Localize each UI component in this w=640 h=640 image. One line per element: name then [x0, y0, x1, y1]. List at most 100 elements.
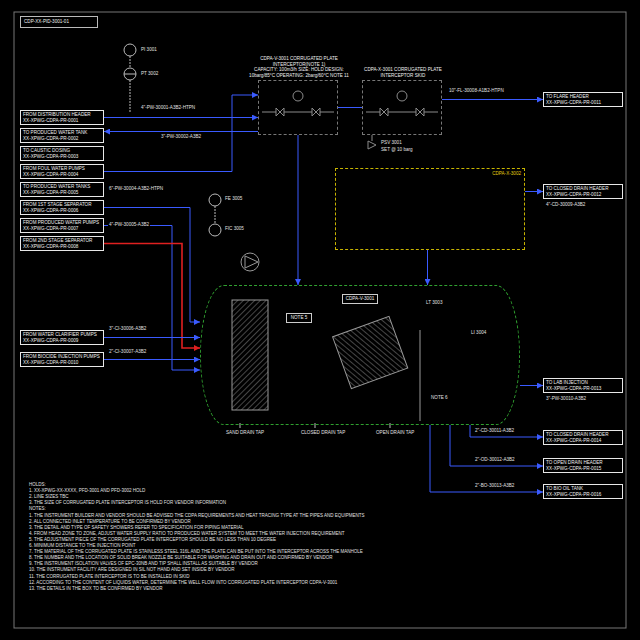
process-line [298, 135, 299, 285]
annotation: PT 3002 [140, 71, 159, 77]
process-line [430, 425, 543, 492]
node-text: XX-XPWG-CDPA-PR-0001 [23, 118, 101, 124]
equipment-heading: CDPA-V-3001 CORRUGATED PLATE INTERCEPTOR… [249, 56, 349, 78]
node-heading: FROM 2ND STAGE SEPARATOR [23, 238, 101, 244]
node-text: XX-XPWG-CDPA-PR-0007 [23, 226, 101, 232]
annotation: NOTE 6 [430, 395, 449, 401]
node-heading: CDP-XX-PID-3001-01 [24, 19, 94, 25]
note-line: HOLDS: [28, 482, 47, 487]
note-line: 1. XX-XPWG-XX-XXXX, PFD-3001 AND PFD-300… [28, 488, 146, 493]
process-line [442, 99, 543, 100]
drawing-frame [14, 12, 626, 628]
vessel-internals [232, 300, 420, 428]
node-heading: FROM WATER CLARIFIER PUMPS [23, 332, 101, 338]
note-line: NOTES: [28, 506, 47, 511]
node-text: XX-XPWG-CDPA-PR-0014 [546, 438, 620, 444]
annotation: CLOSED DRAIN TAP [300, 430, 346, 436]
node-heading: TO CAUSTIC DOSING [23, 148, 101, 154]
annotation: FIC 3005 [224, 226, 245, 232]
annotation: FE 3005 [224, 196, 243, 202]
note-line: 3. THE SIZE OF CORRUGATED PLATE INTERCEP… [28, 500, 227, 505]
line-destination-box: TO CLOSED DRAIN HEADERXX-XPWG-CDPA-PR-00… [543, 430, 623, 445]
annotation: LI 3004 [470, 330, 487, 336]
process-line [104, 337, 200, 338]
line-destination-box: TO BIO OIL TANKXX-XPWG-CDPA-PR-0016 [543, 484, 623, 499]
note-line: 7. THE MATERIAL OF THE CORRUGATED PLATE … [28, 549, 364, 554]
note-line: 4. FROM HEAD ZONE TO ZONE, ADJUST WATER … [28, 531, 346, 536]
process-line [470, 425, 543, 437]
line-destination-box: FROM 1ST STAGE SEPARATORXX-XPWG-CDPA-PR-… [20, 200, 104, 215]
node-heading: TO CLOSED DRAIN HEADER [546, 432, 620, 438]
process-line [520, 385, 543, 386]
note-line: 12. ACCORDING TO THE CONTENT OF LIQUIDS … [28, 580, 338, 585]
annotation: 3"-PW-30002-A3B2 [160, 134, 202, 140]
left-instruments [209, 194, 259, 271]
process-line [104, 244, 200, 349]
node-heading: TO BIO OIL TANK [546, 486, 620, 492]
node-heading: TO FLARE HEADER [546, 94, 620, 100]
equipment-frame: CDPA-X-3001 CORRUGATED PLATE INTERCEPTOR… [362, 80, 442, 135]
node-heading: TO OPEN DRAIN HEADER [546, 460, 620, 466]
node-heading: TO LAB INJECTION [546, 380, 620, 386]
note-line: 2. LINE SIZES TBC [28, 494, 69, 499]
note-line: 6. MINIMUM DISTANCE TO THE INJECTION POI… [28, 543, 136, 548]
node-heading: FROM PRODUCED WATER PUMPS [23, 220, 101, 226]
process-line [525, 191, 543, 192]
node-text: XX-XPWG-CDPA-PR-0006 [23, 208, 101, 214]
node-text: XX-XPWG-CDPA-PR-0016 [546, 492, 620, 498]
note-line: 5. THE ADJUSTMENT PIECE OF THE CORRUGATE… [28, 537, 277, 542]
node-heading: FROM BIOCIDE INJECTION PUMPS [23, 354, 101, 360]
node-text: XX-XPWG-CDPA-PR-0003 [23, 154, 101, 160]
line-destination-box: TO OPEN DRAIN HEADERXX-XPWG-CDPA-PR-0015 [543, 458, 623, 473]
annotation: PI 3001 [140, 47, 158, 53]
annotation: PSV 3001 [380, 140, 403, 146]
process-line [104, 95, 258, 172]
node-text: XX-XPWG-CDPA-PR-0015 [546, 466, 620, 472]
annotation: 2"-CD-30011-A3B2 [474, 428, 515, 434]
note-tag: NOTE 5 [286, 313, 312, 323]
annotation: SAND DRAIN TAP [225, 430, 265, 436]
node-text: XX-XPWG-CDPA-PR-0011 [546, 100, 620, 106]
node-heading: CDPA-X-3002 [336, 169, 524, 179]
top-instruments [124, 44, 136, 112]
node-heading: FROM FOUL WATER PUMPS [23, 166, 101, 172]
process-line [104, 208, 200, 323]
line-destination-box: FROM BIOCIDE INJECTION PUMPSXX-XPWG-CDPA… [20, 352, 104, 367]
line-destination-box: FROM WATER CLARIFIER PUMPSXX-XPWG-CDPA-P… [20, 330, 104, 345]
node-heading: TO PRODUCED WATER TANKS [23, 184, 101, 190]
process-line [104, 117, 258, 118]
note-line: 13. THE DETAILS IN THE BOX TO BE CONFIRM… [28, 586, 164, 591]
annotation: 6"-PW-30004-A3B2-HTPN [108, 186, 164, 192]
annotation: 3"-CI-30006-A3B2 [108, 326, 147, 332]
line-destination-box: TO CAUSTIC DOSINGXX-XPWG-CDPA-PR-0003 [20, 146, 104, 161]
annotation: 2"-BO-30013-A3B2 [474, 483, 515, 489]
line-destination-box: FROM 2ND STAGE SEPARATORXX-XPWG-CDPA-PR-… [20, 236, 104, 251]
annotation: 4"-PW-30005-A3B2 [108, 222, 150, 228]
annotation: SET @ 10 barg [380, 147, 414, 153]
line-destination-box: TO CLOSED DRAIN HEADERXX-XPWG-CDPA-PR-00… [543, 184, 623, 199]
node-text: XX-XPWG-CDPA-PR-0013 [546, 386, 620, 392]
annotation: 3"-PW-30010-A3B2 [545, 396, 587, 402]
line-destination-box: TO LAB INJECTIONXX-XPWG-CDPA-PR-0013 [543, 378, 623, 393]
process-line [450, 425, 543, 466]
process-line [104, 226, 200, 371]
node-heading: FROM 1ST STAGE SEPARATOR [23, 202, 101, 208]
note-line: 2. ALL CONNECTED INLET TEMPERATURE TO BE… [28, 519, 192, 524]
node-text: XX-XPWG-CDPA-PR-0005 [23, 190, 101, 196]
process-line [104, 131, 258, 132]
node-heading: CDPA-X-3001 CORRUGATED PLATE INTERCEPTOR… [353, 67, 453, 78]
line-destination-box: TO PRODUCED WATER TANKXX-XPWG-CDPA-PR-00… [20, 128, 104, 143]
annotation: LT 3003 [425, 300, 443, 306]
node-text: XX-XPWG-CDPA-PR-0012 [546, 192, 620, 198]
line-destination-box: FROM DISTRIBUTION HEADERXX-XPWG-CDPA-PR-… [20, 110, 104, 125]
node-text: XX-XPWG-CDPA-PR-0009 [23, 338, 101, 344]
annotation: 2"-CI-30007-A3B2 [108, 349, 147, 355]
node-heading: TO CLOSED DRAIN HEADER [546, 186, 620, 192]
node-heading: NOTE 5 [289, 315, 309, 321]
line-destination-box: FROM FOUL WATER PUMPSXX-XPWG-CDPA-PR-000… [20, 164, 104, 179]
annotation: 4"-CD-30009-A3B2 [545, 202, 586, 208]
title-block: CDP-XX-PID-3001-01 [20, 16, 98, 28]
process-line [104, 359, 200, 360]
note-line: 3. THE DETAIL AND TYPE OF SAFETY SHOWERS… [28, 525, 244, 530]
